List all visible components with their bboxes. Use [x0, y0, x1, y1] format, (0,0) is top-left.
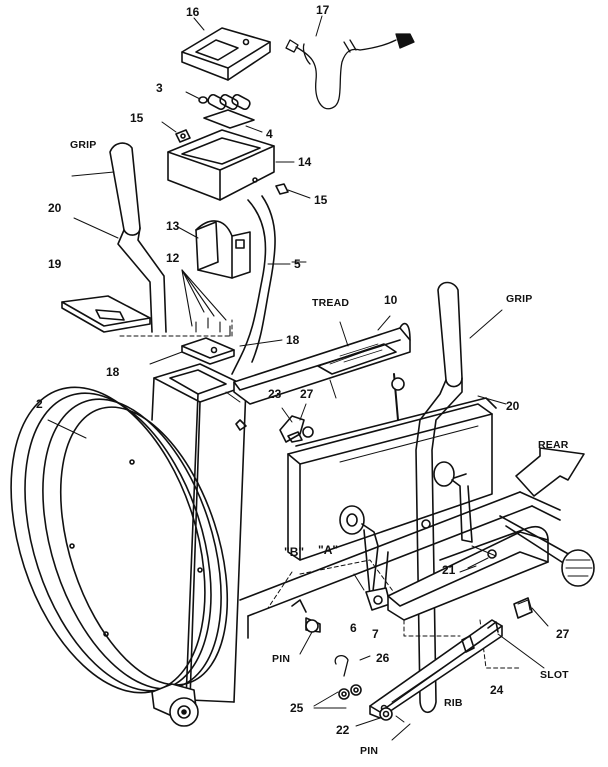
callout-26: 26: [376, 651, 390, 665]
callout-3: 3: [156, 81, 163, 95]
callout-pin-upper: PIN: [272, 653, 291, 665]
mounting-bracket-part: [195, 220, 251, 279]
crank-assembly-part: [339, 461, 473, 611]
slide-rail-part: [369, 619, 503, 719]
callout-pin-lower: PIN: [360, 745, 379, 757]
callout-tread: TREAD: [312, 297, 350, 309]
callout-grip-right: GRIP: [506, 293, 533, 305]
wire-harness-part: [285, 33, 415, 110]
tread-pedal-upper-part: [233, 315, 411, 421]
callout-rear: REAR: [538, 439, 569, 451]
screw-part-upper: [161, 121, 191, 143]
cover-plate-part: [61, 295, 233, 337]
main-frame-part: [151, 363, 247, 727]
console-cover-part: [181, 27, 271, 81]
leader-lines: [175, 15, 477, 591]
callout-a: "A": [318, 543, 339, 557]
left-handlebar-part: [71, 142, 167, 333]
callout-23: 23: [268, 387, 282, 401]
callout-14: 14: [298, 155, 312, 169]
batteries-part: [185, 91, 251, 111]
callout-18-lower: 18: [106, 365, 120, 379]
callout-10: 10: [384, 293, 398, 307]
rear-direction-arrow: [515, 447, 585, 497]
callout-17: 17: [316, 3, 330, 17]
callout-6: 6: [350, 621, 357, 635]
right-handlebar-part: [415, 281, 507, 714]
callout-5: 5: [294, 257, 301, 271]
callout-rib: RIB: [444, 697, 463, 709]
callout-12: 12: [166, 251, 180, 265]
console-housing-part: [167, 129, 295, 201]
screw-part-lower: [275, 183, 311, 199]
bolts-part: [181, 269, 231, 337]
mast-part: [231, 195, 291, 375]
callout-2: 2: [36, 397, 43, 411]
wheel-cover-part: [287, 397, 497, 561]
end-cap-part: [497, 597, 549, 669]
tread-pedal-lower-part: [387, 525, 549, 621]
callout-25: 25: [290, 701, 304, 715]
callout-20-left: 20: [48, 201, 62, 215]
callout-13: 13: [166, 219, 180, 233]
pedal-arm-part: [279, 403, 314, 443]
callout-20-right: 20: [506, 399, 520, 413]
callout-18-upper: 18: [286, 333, 300, 347]
connector-plate-part: [149, 337, 283, 365]
callout-24: 24: [490, 683, 504, 697]
callout-grip-left: GRIP: [70, 139, 97, 151]
lower-rail-part: [239, 491, 561, 639]
callout-b: "B": [284, 545, 305, 559]
pin-hardware-part: [299, 631, 411, 741]
callout-27-lower: 27: [556, 627, 570, 641]
callout-21: 21: [442, 563, 456, 577]
flywheel-shroud-part: [10, 386, 229, 694]
rear-stabilizer-part: [499, 515, 595, 587]
callout-27-upper: 27: [300, 387, 314, 401]
battery-plate-part: [203, 109, 263, 133]
callout-15-lower: 15: [314, 193, 328, 207]
callout-22: 22: [336, 723, 350, 737]
callout-15-upper: 15: [130, 111, 144, 125]
callout-7: 7: [372, 627, 379, 641]
callout-4: 4: [266, 127, 273, 141]
callout-19: 19: [48, 257, 62, 271]
callout-slot: SLOT: [540, 669, 569, 681]
callout-16: 16: [186, 5, 200, 19]
